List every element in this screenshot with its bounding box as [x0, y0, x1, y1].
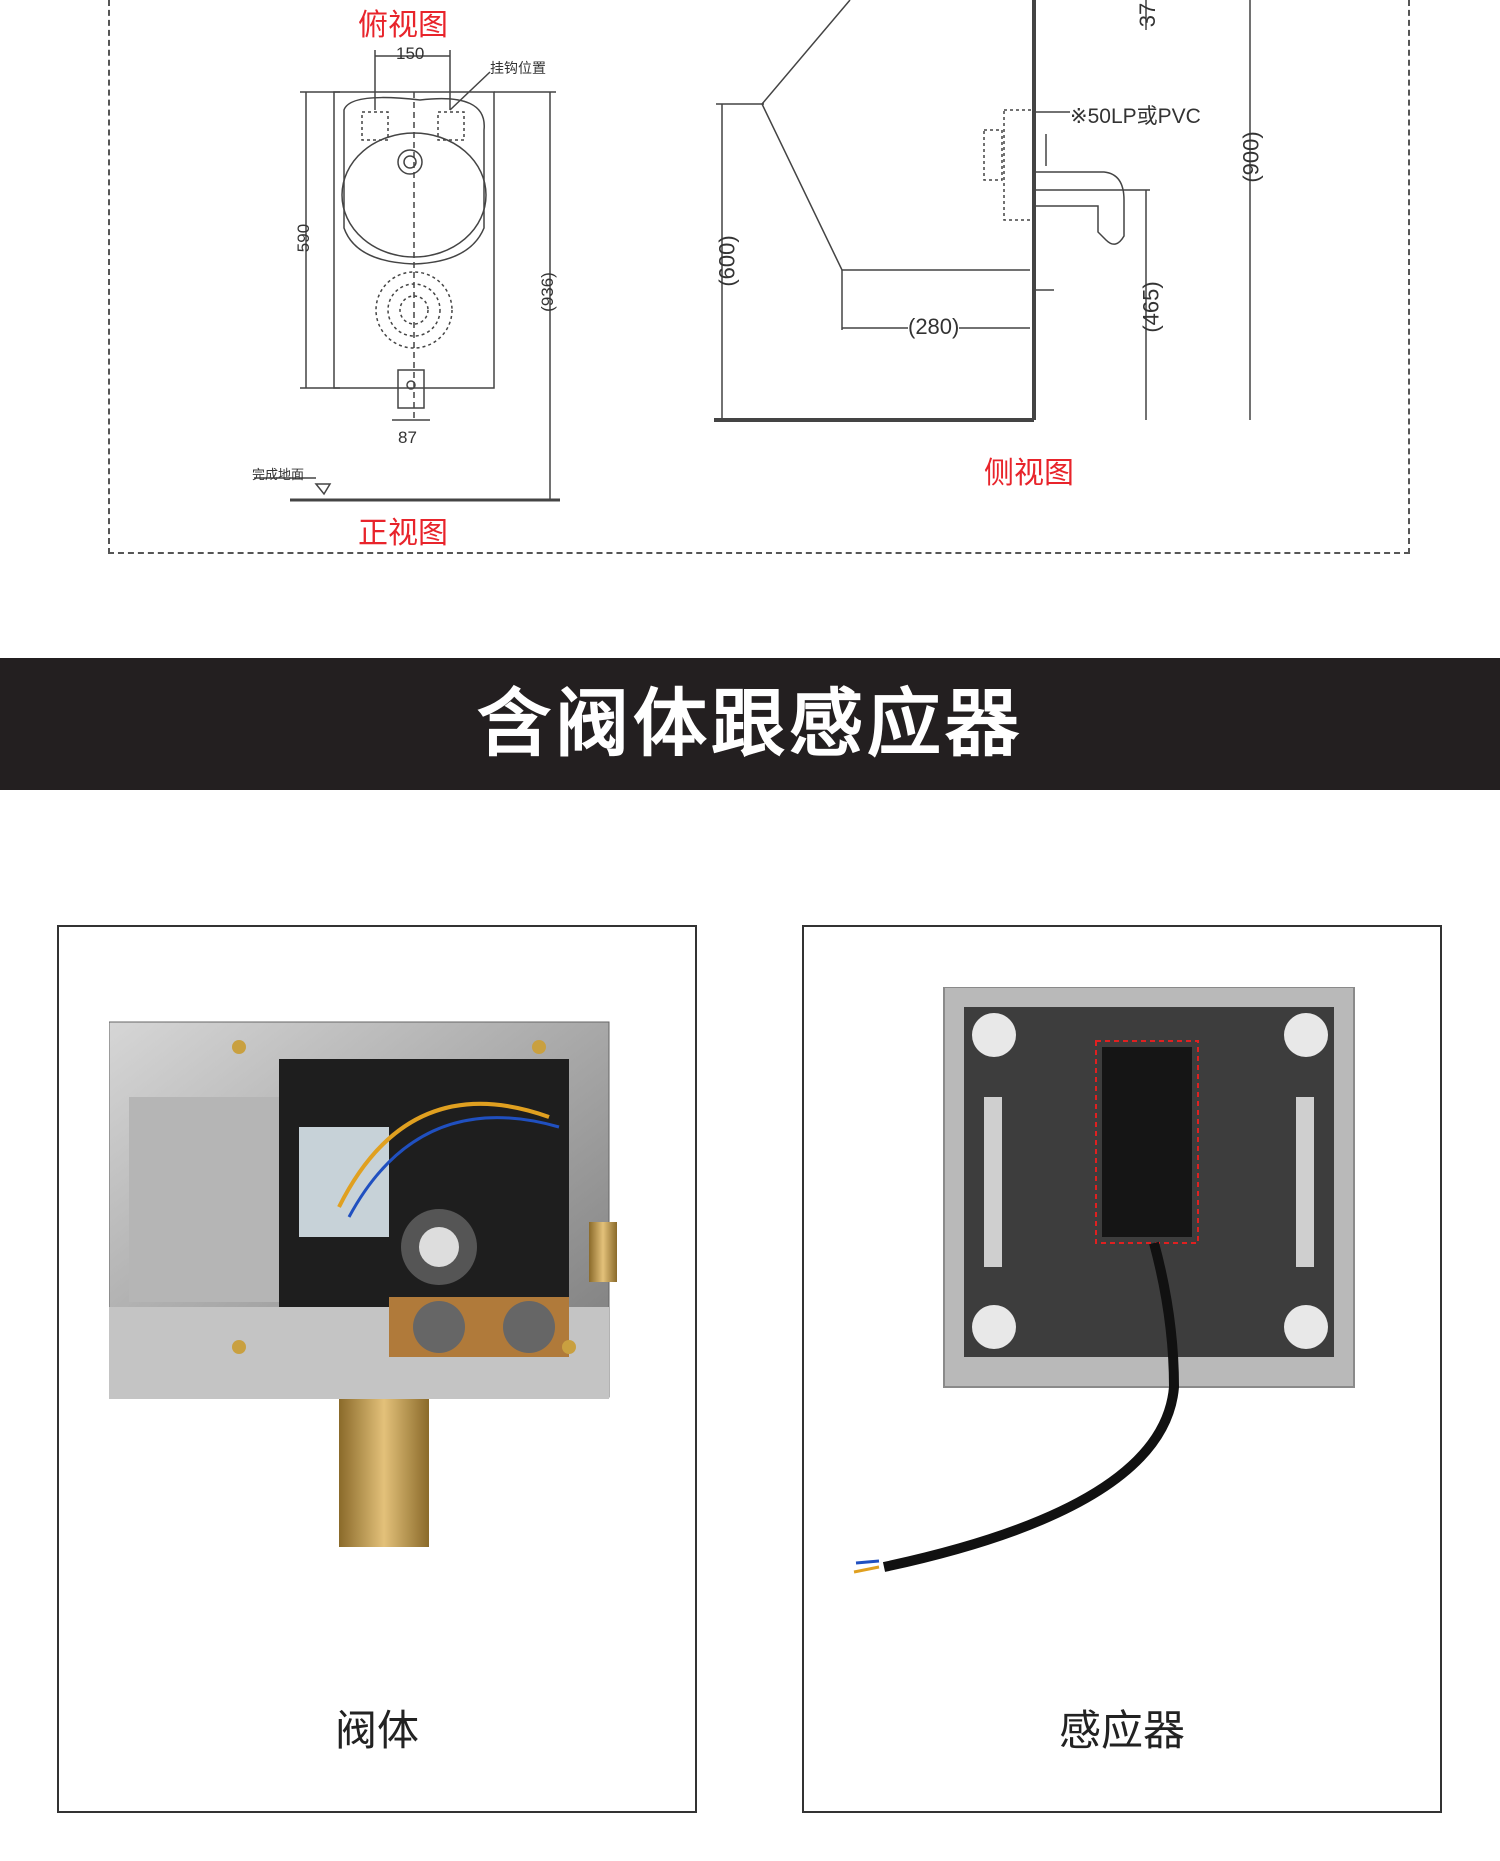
- dim-600: (600): [714, 235, 740, 287]
- hook-position-label: 挂钩位置: [490, 60, 546, 76]
- dim-37: 37: [1135, 2, 1161, 28]
- floor-label: 完成地面: [252, 467, 305, 482]
- sensor-image: [853, 987, 1355, 1574]
- top-view-label: 俯视图: [358, 8, 448, 43]
- drawing-frame: [108, 0, 1410, 554]
- dim-590: 590: [294, 223, 314, 253]
- section-banner: 含阀体跟感应器: [0, 658, 1500, 790]
- dim-900: (900): [1238, 131, 1264, 183]
- dim-936: (936): [537, 272, 557, 312]
- sensor-card: 感应器: [802, 925, 1442, 1813]
- front-view-label: 正视图: [358, 516, 448, 551]
- dim-87: 87: [398, 428, 417, 447]
- pipe-note: ※50LP或PVC: [1070, 100, 1201, 130]
- valve-body-label: 阀体: [334, 1706, 419, 1755]
- banner-title: 含阀体跟感应器: [477, 681, 1023, 767]
- dim-465: (465): [1138, 281, 1164, 333]
- technical-drawing: [254, 0, 1251, 502]
- dim-280: (280): [908, 314, 960, 340]
- valve-body-card: 阀体: [57, 925, 697, 1813]
- side-view-label: 侧视图: [984, 456, 1074, 491]
- sensor-label: 感应器: [1058, 1706, 1185, 1755]
- valve-body-image: [109, 1021, 617, 1547]
- dim-150: 150: [396, 44, 425, 63]
